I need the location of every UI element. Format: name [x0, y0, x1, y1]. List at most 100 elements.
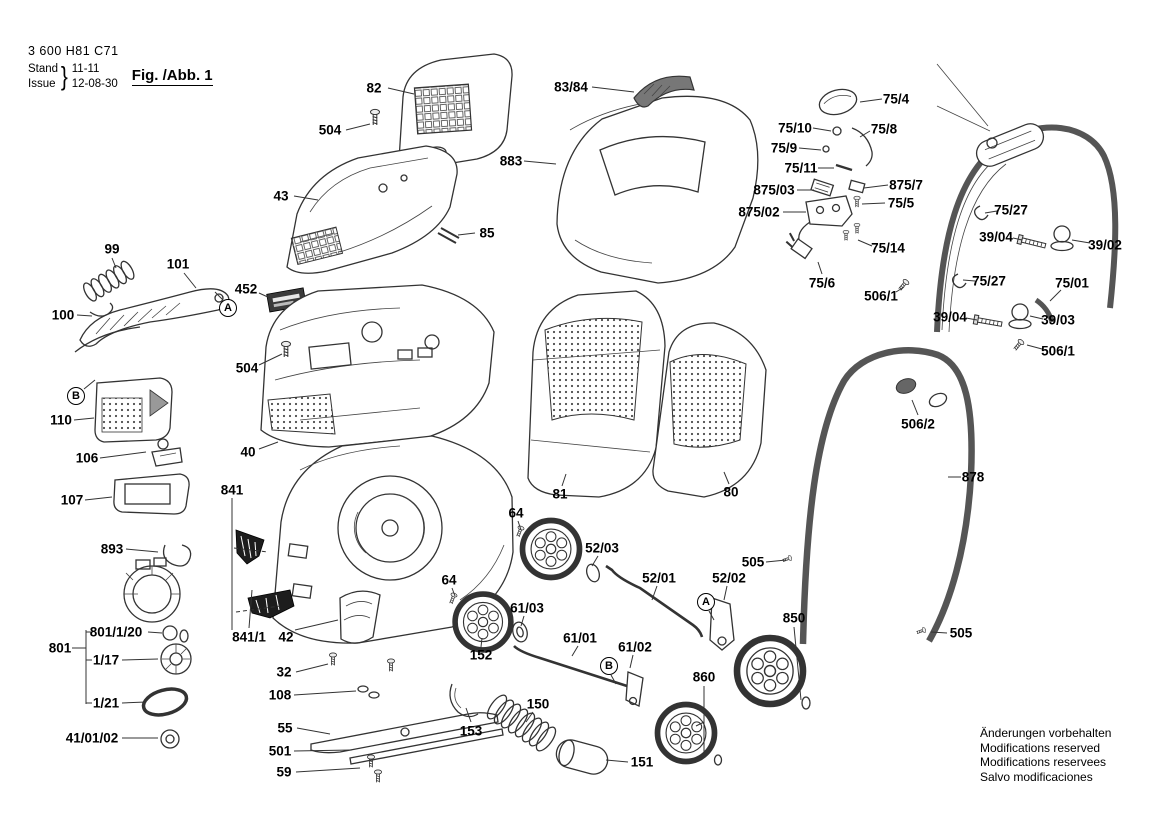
part-label-505: 505 — [741, 554, 765, 570]
modifications-notice: Änderungen vorbehalten Modifications res… — [980, 726, 1111, 785]
part-label-81: 81 — [552, 486, 568, 502]
stand-issue-labels: Stand Issue — [28, 62, 58, 91]
part-label-75-6: 75/6 — [808, 275, 836, 291]
notice-line-fr: Modifications reservees — [980, 755, 1107, 770]
leader-line — [765, 559, 787, 563]
part-label-39-03: 39/03 — [1041, 312, 1075, 328]
title-block: 3 600 H81 C71 Stand Issue } 11-11 12-08-… — [28, 44, 213, 92]
part-label-52-01: 52/01 — [642, 570, 676, 586]
part-label-75-14: 75/14 — [871, 240, 905, 256]
part-label-75-10: 75/10 — [778, 120, 812, 136]
part-label-841: 841 — [220, 482, 244, 498]
part-label-153: 153 — [459, 723, 483, 739]
leader-line — [99, 451, 147, 459]
part-label-75-9: 75/9 — [770, 140, 798, 156]
clamp-801-1-20 — [162, 625, 189, 643]
spring-99 — [83, 260, 135, 302]
pulley-1-17 — [160, 643, 192, 675]
stand-label: Stand — [28, 63, 59, 76]
part-label-40: 40 — [240, 444, 256, 460]
stand-value: 11-11 — [71, 63, 100, 76]
leader-line — [962, 279, 976, 282]
part-label-101: 101 — [166, 256, 190, 272]
wheel-860 — [658, 705, 723, 766]
leader-line — [723, 585, 728, 601]
part-label-82: 82 — [366, 80, 382, 96]
leader-line — [296, 727, 331, 735]
leader-line — [863, 184, 889, 189]
cable-100 — [89, 302, 114, 317]
leader-line — [258, 441, 279, 450]
part-label-801-1-20: 801/1/20 — [89, 624, 143, 640]
leader-line — [591, 86, 635, 93]
leader-line — [451, 587, 456, 597]
part-label-75-27: 75/27 — [994, 202, 1028, 218]
leader-line — [294, 619, 339, 631]
brace-glyph: } — [60, 61, 68, 91]
part-label-39-04: 39/04 — [979, 229, 1013, 245]
issue-value: 12-08-30 — [71, 77, 118, 90]
leader-line — [859, 130, 871, 138]
leader-line — [258, 353, 283, 366]
leader-line — [111, 257, 117, 269]
leader-line — [73, 417, 95, 421]
leader-line — [293, 690, 357, 696]
part-label-151: 151 — [630, 754, 654, 770]
part-label-64: 64 — [441, 572, 457, 588]
clip-153 — [449, 683, 479, 718]
pin-85 — [437, 227, 460, 244]
wheel-850 — [737, 638, 811, 710]
motor-801 — [123, 557, 181, 623]
part-label-152: 152 — [469, 647, 493, 663]
part-label-80: 80 — [723, 484, 739, 500]
bracket-106 — [151, 438, 183, 467]
belt-1-21 — [141, 687, 189, 717]
part-label-504: 504 — [318, 122, 342, 138]
notice-line-es: Salvo modificaciones — [980, 769, 1093, 784]
leader-line — [930, 631, 948, 634]
leader-line — [895, 286, 905, 293]
tray-107 — [113, 473, 190, 515]
leader-line — [293, 749, 353, 752]
part-label-452: 452 — [234, 281, 258, 297]
leader-line — [295, 663, 329, 673]
leader-line — [480, 637, 483, 648]
part-label-107: 107 — [60, 492, 84, 508]
comb-841-1 — [235, 529, 295, 619]
part-label-504: 504 — [235, 360, 259, 376]
cap-41-01-02 — [160, 729, 180, 749]
part-label-75-27: 75/27 — [972, 273, 1006, 289]
part-label-150: 150 — [526, 696, 550, 712]
grass-box-right-80 — [652, 322, 767, 498]
leader-line — [387, 87, 415, 95]
part-label-61-01: 61/01 — [563, 630, 597, 646]
lever-52-02 — [709, 597, 735, 651]
leader-line — [523, 160, 557, 165]
axle-52-01 — [605, 564, 704, 638]
leader-line — [214, 291, 224, 301]
leader-line — [293, 195, 319, 201]
part-label-85: 85 — [479, 225, 495, 241]
part-label-506-1: 506/1 — [864, 288, 898, 304]
leader-line — [258, 292, 271, 299]
notice-line-en: Modifications reserved — [980, 740, 1101, 755]
motor-cover-82 — [398, 53, 513, 168]
rod-61-01 — [513, 645, 628, 688]
lower-handle-878 — [799, 347, 975, 645]
leader-line — [248, 589, 253, 629]
leader-line — [861, 202, 886, 205]
part-label-108: 108 — [268, 687, 292, 703]
leader-line — [295, 767, 361, 773]
leader-line — [571, 645, 579, 657]
view-marker-B: B — [67, 387, 85, 405]
part-label-41-01-02: 41/01/02 — [65, 730, 119, 746]
leader-line — [121, 658, 159, 661]
part-label-61-03: 61/03 — [510, 600, 544, 616]
part-label-75-4: 75/4 — [882, 91, 910, 107]
deflector-42 — [339, 590, 381, 644]
view-marker-A: A — [219, 299, 237, 317]
part-label-39-02: 39/02 — [1088, 237, 1122, 253]
upper-housing-43 — [286, 145, 458, 274]
